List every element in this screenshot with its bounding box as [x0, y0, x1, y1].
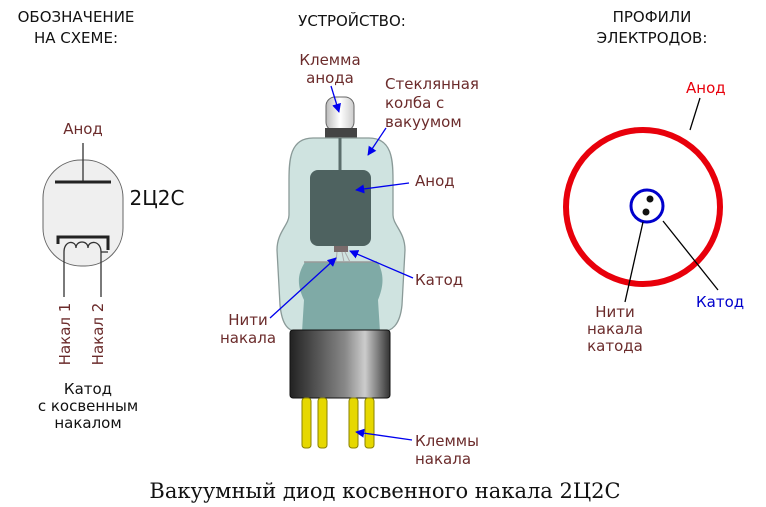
- filament-dot: [646, 195, 654, 203]
- svg-text:накала: накала: [220, 329, 276, 347]
- anode-plate: [310, 170, 371, 246]
- schematic-heater1-label: Накал 1: [56, 303, 74, 366]
- schematic-heater2-label: Накал 2: [89, 303, 107, 366]
- anode-terminal-label: Клемма анода: [299, 51, 360, 87]
- tube-base: [289, 329, 391, 399]
- profile-filament-label: Нити накала катода: [587, 303, 643, 355]
- svg-text:НА СХЕМЕ:: НА СХЕМЕ:: [34, 29, 118, 47]
- cathode-ring: [629, 188, 665, 224]
- svg-text:Клемма: Клемма: [299, 51, 360, 69]
- header-device: УСТРОЙСТВО:: [298, 11, 406, 30]
- schematic-model-label: 2Ц2С: [130, 186, 185, 210]
- electrode-profiles: [563, 127, 723, 287]
- svg-text:ПРОФИЛИ: ПРОФИЛИ: [613, 8, 692, 26]
- schematic-cathode-note: Катод с косвенным накалом: [38, 380, 138, 432]
- svg-text:Нити: Нити: [228, 311, 268, 329]
- anode-cap: [325, 96, 355, 132]
- profile-anode-label: Анод: [686, 79, 726, 97]
- svg-text:колба с: колба с: [385, 94, 444, 112]
- cathode-element: [334, 246, 348, 252]
- cap-band: [325, 128, 357, 138]
- tube-drawing: [276, 96, 406, 449]
- svg-text:Катод: Катод: [64, 380, 112, 398]
- glass-stem: [298, 262, 383, 332]
- profile-cathode-label: Катод: [696, 293, 744, 311]
- schematic-symbol: [42, 143, 124, 297]
- device-anode-label: Анод: [415, 172, 455, 190]
- svg-text:Стеклянная: Стеклянная: [385, 75, 479, 93]
- heater-terminals-label: Клеммы накала: [415, 432, 479, 468]
- schematic-anode-label: Анод: [63, 120, 103, 138]
- svg-text:с косвенным: с косвенным: [38, 397, 138, 415]
- svg-text:накала: накала: [415, 450, 471, 468]
- svg-text:накала: накала: [587, 320, 643, 338]
- device-cathode-label: Катод: [415, 271, 463, 289]
- filament-dot: [642, 208, 650, 216]
- svg-text:анода: анода: [306, 69, 354, 87]
- header-profiles: ПРОФИЛИ ЭЛЕКТРОДОВ:: [597, 8, 708, 47]
- device-filament-label: Нити накала: [220, 311, 276, 347]
- header-schematic: ОБОЗНАЧЕНИЕ НА СХЕМЕ:: [18, 8, 135, 47]
- svg-text:ЭЛЕКТРОДОВ:: ЭЛЕКТРОДОВ:: [597, 29, 708, 47]
- svg-text:Клеммы: Клеммы: [415, 432, 479, 450]
- svg-text:накалом: накалом: [54, 414, 121, 432]
- heater-pins: [301, 397, 375, 449]
- svg-text:ОБОЗНАЧЕНИЕ: ОБОЗНАЧЕНИЕ: [18, 8, 135, 26]
- glass-bulb-label: Стеклянная колба с вакуумом: [385, 75, 479, 131]
- caption: Вакуумный диод косвенного накала 2Ц2С: [149, 479, 620, 503]
- svg-text:вакуумом: вакуумом: [385, 113, 462, 131]
- svg-text:катода: катода: [587, 337, 643, 355]
- svg-text:Нити: Нити: [595, 303, 635, 321]
